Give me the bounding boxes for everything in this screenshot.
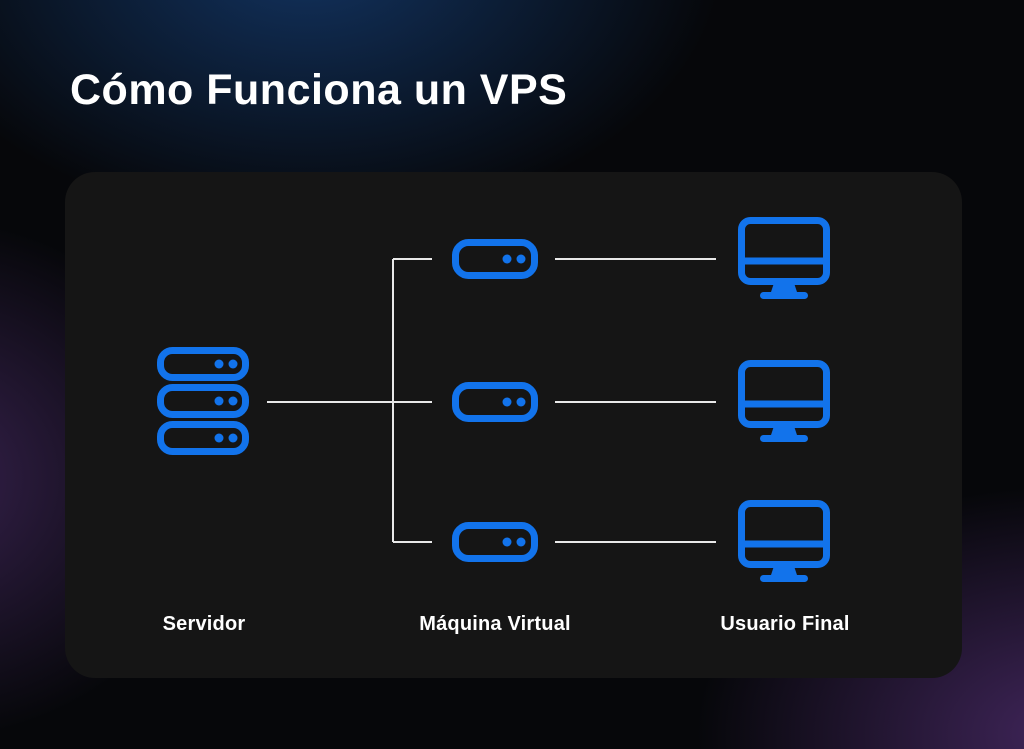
page-title: Cómo Funciona un VPS [70, 66, 568, 114]
label-usuario-final: Usuario Final [720, 613, 850, 635]
desktop-monitor-icon [738, 500, 830, 584]
virtual-machine-icon [452, 382, 538, 422]
desktop-monitor-icon [738, 217, 830, 301]
connector-lines [267, 258, 716, 543]
label-servidor: Servidor [162, 613, 246, 635]
virtual-machine-icon [452, 522, 538, 562]
diagram-card: Servidor Máquina Virtual Usuario Final [65, 172, 962, 678]
server-icon [157, 347, 249, 455]
virtual-machine-icon [452, 239, 538, 279]
desktop-monitor-icon [738, 360, 830, 444]
label-maquina-virtual: Máquina Virtual [419, 613, 571, 635]
